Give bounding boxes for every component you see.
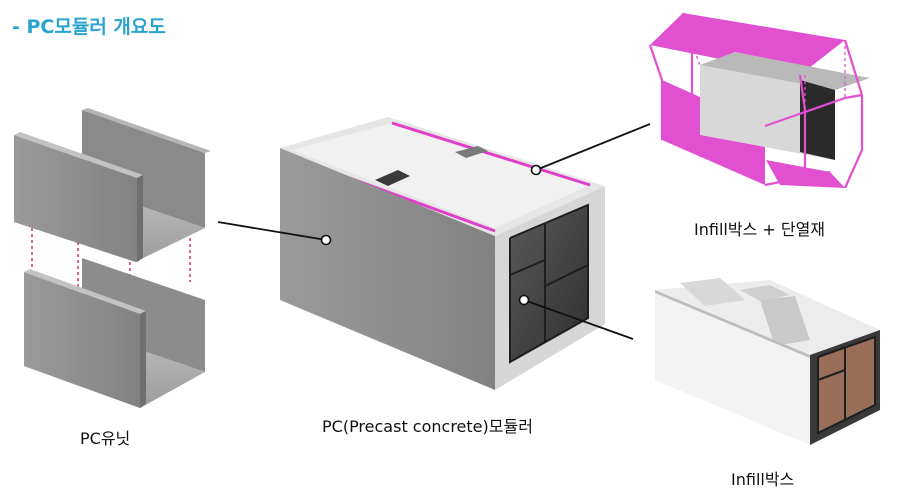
callout-lines [217, 123, 651, 340]
label-infill-box: Infill박스 [731, 470, 795, 489]
callout-pc-unit [217, 221, 327, 241]
callout-infill-box [523, 299, 634, 340]
callout-dots [320, 164, 542, 306]
callout-dot-wall [320, 234, 332, 246]
diagram-title: - PC모듈러 개요도 [12, 16, 166, 38]
pc-unit-lower-piece [24, 258, 205, 408]
callout-dot-window [518, 294, 530, 306]
pc-unit-upper-piece [14, 108, 211, 262]
label-pc-modular: PC(Precast concrete)모듈러 [322, 417, 533, 436]
pc-unit-illustration [14, 108, 211, 408]
label-infill-insulation: Infill박스 + 단열재 [694, 220, 826, 239]
callout-insulation [535, 123, 651, 171]
callout-dot-insulation [530, 164, 542, 176]
label-pc-unit: PC유닛 [80, 429, 131, 448]
infill-box-illustration [655, 278, 880, 445]
infill-insulation-illustration [648, 12, 870, 189]
pc-modular-illustration [280, 117, 605, 390]
